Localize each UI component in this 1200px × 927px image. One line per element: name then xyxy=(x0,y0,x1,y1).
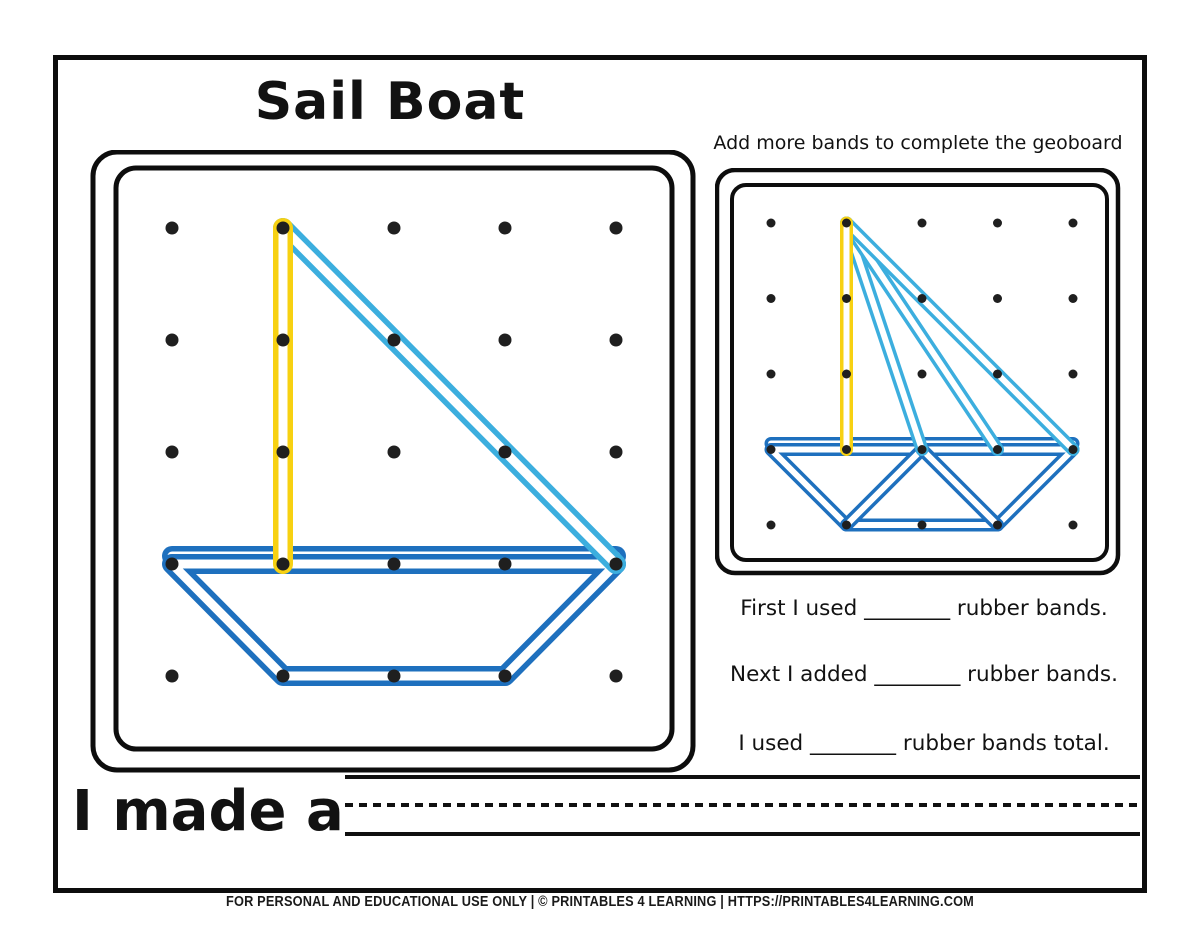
peg xyxy=(917,520,927,530)
peg xyxy=(609,333,623,347)
prompt-first-used: First I used ________ rubber bands. xyxy=(740,596,1108,621)
peg xyxy=(165,221,179,235)
hull-band xyxy=(764,443,1080,532)
peg xyxy=(276,333,290,347)
peg xyxy=(766,369,776,379)
hull-brace-left-band-core xyxy=(843,446,925,528)
handwriting-line-top xyxy=(345,775,1140,779)
peg xyxy=(917,369,927,379)
peg xyxy=(498,333,512,347)
peg xyxy=(766,445,776,454)
hull-band xyxy=(162,554,626,686)
peg xyxy=(842,520,851,530)
large-geoboard-inner-frame xyxy=(113,165,675,752)
peg xyxy=(766,520,776,530)
peg xyxy=(387,333,401,347)
peg xyxy=(609,669,623,683)
sail-band-1-core xyxy=(843,220,925,453)
peg xyxy=(842,294,851,303)
peg xyxy=(387,445,401,459)
peg xyxy=(387,669,401,683)
peg xyxy=(1068,294,1078,303)
sail-band-core xyxy=(278,223,621,569)
peg xyxy=(498,221,512,235)
hull-brace-right-band-core xyxy=(919,446,1001,528)
peg xyxy=(498,445,512,459)
large-geoboard xyxy=(90,150,696,773)
peg xyxy=(993,369,1002,379)
peg xyxy=(498,557,512,571)
small-geoboard-outer-frame xyxy=(715,168,1121,576)
peg xyxy=(276,445,290,459)
peg xyxy=(842,445,851,454)
handwriting-line-middle-dashed xyxy=(345,803,1140,807)
peg xyxy=(609,445,623,459)
handwriting-line-bottom xyxy=(345,832,1140,836)
peg xyxy=(276,669,290,683)
peg xyxy=(993,218,1002,228)
peg xyxy=(1068,520,1078,530)
peg xyxy=(609,221,623,235)
large-geoboard-outer-frame xyxy=(90,150,696,773)
peg xyxy=(387,557,401,571)
peg xyxy=(165,333,179,347)
footer-copyright: FOR PERSONAL AND EDUCATIONAL USE ONLY | … xyxy=(226,894,974,910)
prompt-total-used: I used ________ rubber bands total. xyxy=(738,731,1110,756)
sentence-starter: I made a xyxy=(72,779,344,844)
peg xyxy=(917,445,927,454)
small-geoboard-inner-frame xyxy=(730,183,1109,562)
page-title: Sail Boat xyxy=(254,72,526,132)
peg xyxy=(276,221,290,235)
peg xyxy=(842,369,851,379)
peg xyxy=(276,557,290,571)
peg xyxy=(917,218,927,228)
peg xyxy=(917,294,927,303)
peg xyxy=(842,218,851,228)
peg xyxy=(165,445,179,459)
peg xyxy=(165,669,179,683)
page-border xyxy=(53,55,1147,893)
peg xyxy=(498,669,512,683)
prompt-next-added: Next I added ________ rubber bands. xyxy=(730,662,1118,687)
peg xyxy=(993,520,1002,530)
peg xyxy=(993,294,1002,303)
peg xyxy=(1068,369,1078,379)
small-geoboard xyxy=(715,168,1121,576)
instruction-text: Add more bands to complete the geoboard xyxy=(713,132,1123,154)
peg xyxy=(766,294,776,303)
peg xyxy=(1068,445,1078,454)
peg xyxy=(993,445,1002,454)
peg xyxy=(165,557,179,571)
sail-band-2-core xyxy=(843,220,1001,453)
peg xyxy=(387,221,401,235)
peg xyxy=(766,218,776,228)
peg xyxy=(1068,218,1078,228)
peg xyxy=(609,557,623,571)
sail-band-3-core xyxy=(843,220,1076,453)
